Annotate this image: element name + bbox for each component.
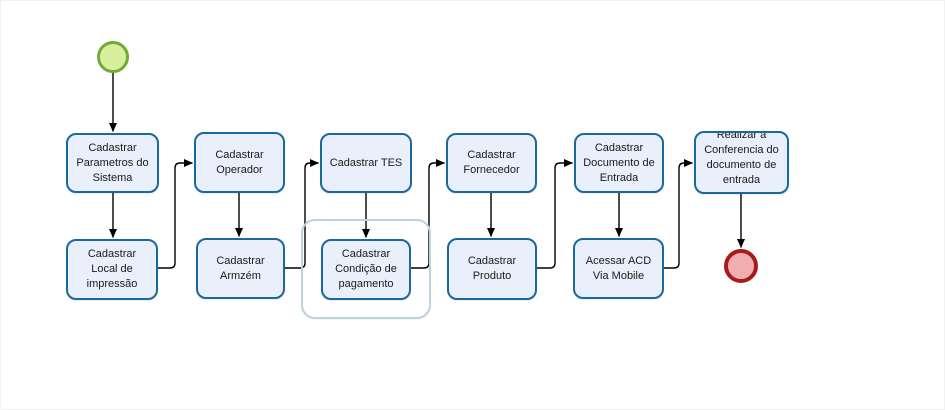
task-label: Cadastrar Documento de Entrada	[583, 141, 655, 184]
task-realizar-conferencia-documento-entrada[interactable]: Realizar a Conferencia do documento de e…	[694, 131, 789, 194]
task-label: Cadastrar Armzém	[216, 254, 265, 282]
flow-acd-to-conferencia	[664, 159, 693, 269]
task-label: Acessar ACD Via Mobile	[585, 254, 652, 282]
task-cadastrar-tes[interactable]: Cadastrar TES	[320, 133, 412, 193]
group-container-condicao-pagamento	[301, 219, 431, 319]
task-cadastrar-produto[interactable]: Cadastrar Produto	[447, 238, 537, 300]
task-cadastrar-documento-de-entrada[interactable]: Cadastrar Documento de Entrada	[574, 133, 664, 193]
task-cadastrar-armzem[interactable]: Cadastrar Armzém	[196, 238, 285, 299]
start-event-icon[interactable]	[97, 41, 129, 73]
task-label: Cadastrar Fornecedor	[463, 149, 520, 176]
task-label: Cadastrar Produto	[467, 255, 517, 282]
task-label: Cadastrar Condição de pagamento	[335, 248, 397, 290]
task-cadastrar-operador[interactable]: Cadastrar Operador	[194, 132, 285, 193]
flow-produto-to-documento-entrada	[537, 159, 573, 269]
end-event-icon[interactable]	[724, 249, 758, 283]
task-cadastrar-fornecedor[interactable]: Cadastrar Fornecedor	[446, 133, 537, 193]
task-label: Cadastrar TES	[329, 156, 403, 169]
task-cadastrar-condicao-de-pagamento[interactable]: Cadastrar Condição de pagamento	[321, 239, 411, 300]
task-label: Realizar a Conferencia do documento de e…	[704, 131, 779, 186]
flow-condicao-pagamento-to-fornecedor	[411, 159, 445, 269]
task-acessar-acd-via-mobile[interactable]: Acessar ACD Via Mobile	[573, 238, 664, 299]
task-label: Cadastrar Operador	[215, 148, 264, 176]
task-cadastrar-parametros-do-sistema[interactable]: Cadastrar Parametros do Sistema	[66, 133, 159, 193]
task-label: Cadastrar Local de impressão	[86, 248, 138, 290]
flow-local-impressao-to-operador	[158, 159, 193, 269]
task-cadastrar-local-de-impressao[interactable]: Cadastrar Local de impressão	[66, 239, 158, 300]
task-label: Cadastrar Parametros do Sistema	[76, 141, 149, 184]
